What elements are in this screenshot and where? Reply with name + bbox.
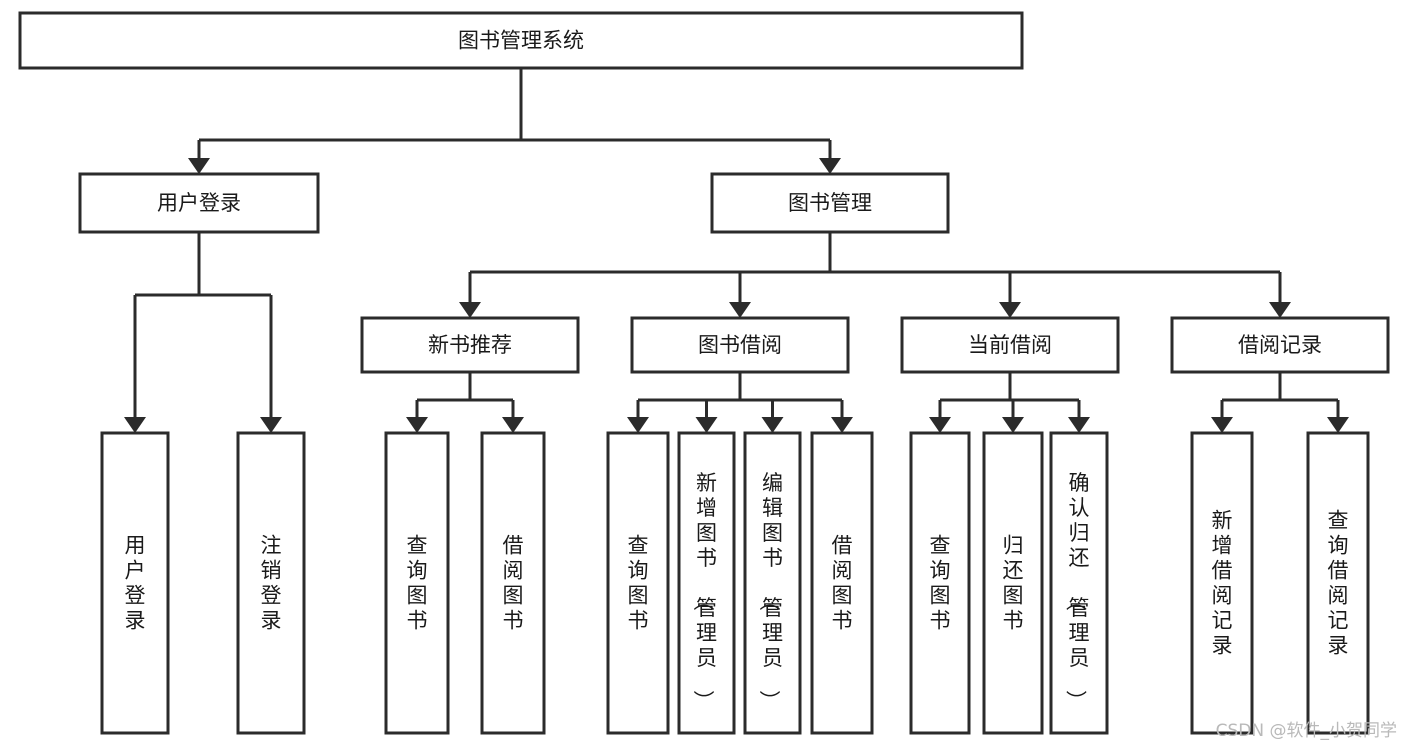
node-leaf-user-login[interactable]: 用户登录 xyxy=(100,431,170,735)
node-newbook[interactable]: 新书推荐 xyxy=(360,316,580,374)
arrow-head-icon xyxy=(761,417,784,433)
node-label-newbook: 新书推荐 xyxy=(428,333,512,357)
node-label-leaf-user-login: 用户登录 xyxy=(125,534,146,633)
arrow-head-icon xyxy=(1269,302,1291,318)
node-login[interactable]: 用户登录 xyxy=(78,172,320,234)
node-box-leaf-return-book[interactable] xyxy=(982,431,1044,735)
node-borrow[interactable]: 图书借阅 xyxy=(630,316,850,374)
edge-group-login xyxy=(124,232,282,433)
arrow-head-icon xyxy=(1002,417,1024,433)
node-box-newbook[interactable] xyxy=(360,316,580,374)
arrow-head-icon xyxy=(695,417,718,433)
arrow-head-icon xyxy=(1211,417,1233,433)
node-label-leaf-edit-book: 编辑图书（管理员） xyxy=(757,471,783,711)
node-box-leaf-query-book-3[interactable] xyxy=(909,431,971,735)
node-label-leaf-borrow-book-1: 借阅图书 xyxy=(503,534,524,633)
arrow-head-icon xyxy=(459,302,481,318)
node-root[interactable]: 图书管理系统 xyxy=(18,11,1024,70)
arrow-head-icon xyxy=(831,417,853,433)
arrow-head-icon xyxy=(260,417,282,433)
node-box-leaf-borrow-book-2[interactable] xyxy=(810,431,874,735)
node-label-borrow: 图书借阅 xyxy=(698,333,782,357)
edge-group-record xyxy=(1211,372,1349,433)
connector-layer xyxy=(124,68,1349,433)
node-box-current[interactable] xyxy=(900,316,1120,374)
arrow-head-icon xyxy=(929,417,951,433)
node-box-leaf-query-book-2[interactable] xyxy=(606,431,670,735)
node-bookmgmt[interactable]: 图书管理 xyxy=(710,172,950,234)
node-label-login: 用户登录 xyxy=(157,191,241,215)
node-box-leaf-edit-book[interactable] xyxy=(743,431,802,735)
node-box-leaf-query-record[interactable] xyxy=(1306,431,1370,735)
node-current[interactable]: 当前借阅 xyxy=(900,316,1120,374)
node-leaf-query-record[interactable]: 查询借阅记录 xyxy=(1306,431,1370,735)
node-label-root: 图书管理系统 xyxy=(458,29,584,53)
node-leaf-query-book-3[interactable]: 查询图书 xyxy=(909,431,971,735)
node-label-leaf-add-record: 新增借阅记录 xyxy=(1212,509,1233,658)
edge-group-current xyxy=(929,372,1090,433)
arrow-head-icon xyxy=(188,158,210,174)
node-label-record: 借阅记录 xyxy=(1238,333,1322,357)
node-label-leaf-return-book: 归还图书 xyxy=(1003,534,1024,633)
node-box-login[interactable] xyxy=(78,172,320,234)
node-box-record[interactable] xyxy=(1170,316,1390,374)
edge-group-borrow xyxy=(627,372,853,433)
node-leaf-borrow-book-2[interactable]: 借阅图书 xyxy=(810,431,874,735)
arrow-head-icon xyxy=(1327,417,1349,433)
node-layer: 图书管理系统用户登录图书管理新书推荐图书借阅当前借阅借阅记录用户登录注销登录查询… xyxy=(18,11,1390,735)
node-leaf-logout[interactable]: 注销登录 xyxy=(236,431,306,735)
node-leaf-query-book-2[interactable]: 查询图书 xyxy=(606,431,670,735)
node-label-leaf-query-book-1: 查询图书 xyxy=(407,534,428,633)
node-box-leaf-borrow-book-1[interactable] xyxy=(480,431,546,735)
node-box-leaf-add-record[interactable] xyxy=(1190,431,1254,735)
arrow-head-icon xyxy=(502,417,524,433)
arrow-head-icon xyxy=(729,302,751,318)
arrow-head-icon xyxy=(627,417,649,433)
node-leaf-add-book[interactable]: 新增图书（管理员） xyxy=(677,431,736,735)
node-leaf-borrow-book-1[interactable]: 借阅图书 xyxy=(480,431,546,735)
node-label-bookmgmt: 图书管理 xyxy=(788,191,872,215)
node-label-leaf-add-book: 新增图书（管理员） xyxy=(691,471,717,711)
node-leaf-edit-book[interactable]: 编辑图书（管理员） xyxy=(743,431,802,735)
node-label-leaf-borrow-book-2: 借阅图书 xyxy=(832,534,853,633)
node-box-leaf-add-book[interactable] xyxy=(677,431,736,735)
node-box-borrow[interactable] xyxy=(630,316,850,374)
csdn-watermark: CSDN @软件_小贺同学 xyxy=(1215,721,1397,741)
arrow-head-icon xyxy=(999,302,1021,318)
node-box-bookmgmt[interactable] xyxy=(710,172,950,234)
node-box-leaf-user-login[interactable] xyxy=(100,431,170,735)
node-leaf-confirm-return[interactable]: 确认归还（管理员） xyxy=(1049,431,1109,735)
node-record[interactable]: 借阅记录 xyxy=(1170,316,1390,374)
node-leaf-query-book-1[interactable]: 查询图书 xyxy=(384,431,450,735)
arrow-head-icon xyxy=(1068,417,1090,433)
node-label-leaf-confirm-return: 确认归还（管理员） xyxy=(1064,471,1090,711)
node-leaf-return-book[interactable]: 归还图书 xyxy=(982,431,1044,735)
arrow-head-icon xyxy=(406,417,428,433)
edge-group-root xyxy=(188,68,841,174)
node-box-leaf-confirm-return[interactable] xyxy=(1049,431,1109,735)
node-label-leaf-query-record: 查询借阅记录 xyxy=(1328,509,1349,658)
arrow-head-icon xyxy=(124,417,146,433)
edge-group-newbook xyxy=(406,372,524,433)
node-label-leaf-query-book-3: 查询图书 xyxy=(930,534,951,633)
node-box-leaf-query-book-1[interactable] xyxy=(384,431,450,735)
arrow-head-icon xyxy=(819,158,841,174)
node-label-current: 当前借阅 xyxy=(968,333,1052,357)
node-box-root[interactable] xyxy=(18,11,1024,70)
node-label-leaf-logout: 注销登录 xyxy=(261,534,282,633)
edge-group-bookmgmt xyxy=(459,232,1291,318)
node-label-leaf-query-book-2: 查询图书 xyxy=(628,534,649,633)
node-leaf-add-record[interactable]: 新增借阅记录 xyxy=(1190,431,1254,735)
node-box-leaf-logout[interactable] xyxy=(236,431,306,735)
